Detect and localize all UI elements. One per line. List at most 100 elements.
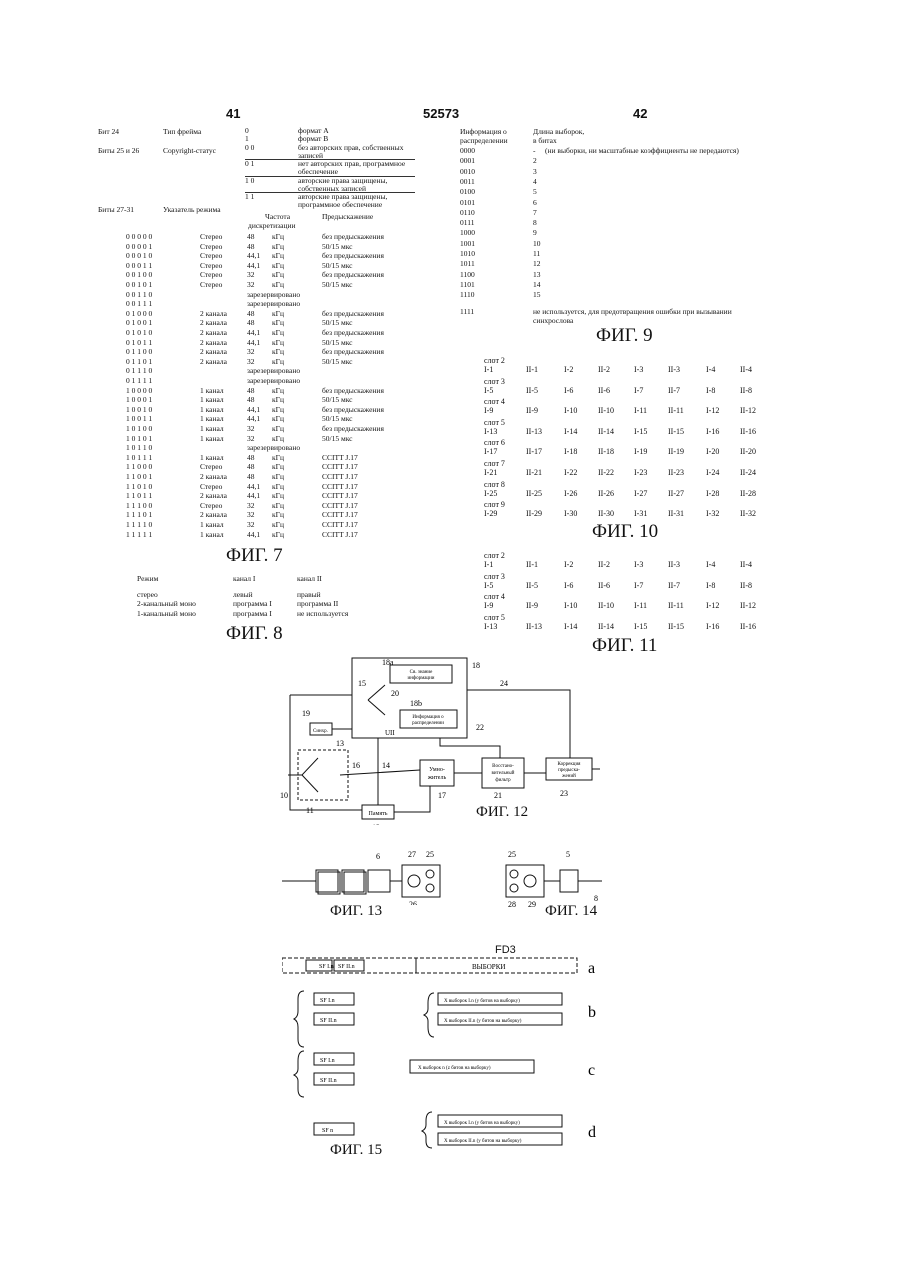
slot-cell: II-11 (668, 406, 684, 415)
mode-row: 0 0 0 0 1Стерео48кГц50/15 мкс (126, 242, 406, 252)
row-a-sf1: SF I.n (319, 964, 334, 970)
mode-cell: 2 канала (200, 357, 227, 367)
row-b-s1: X выборок I.n (y битов на выборку) (444, 999, 520, 1004)
fig9-row: 01118 (460, 218, 790, 228)
mode-cell: 0 1 0 0 0 (126, 309, 152, 319)
mode-cell: кГц (272, 424, 284, 434)
slot-cell: II-1 (526, 560, 538, 569)
mode-cell: 44,1 (247, 482, 260, 492)
block-18a-label-2: информации (408, 676, 435, 681)
fig9-row: 01005 (460, 187, 790, 197)
mode-cell: без предыскажения (322, 251, 384, 261)
mode-cell: кГц (272, 318, 284, 328)
slot-cell: I-29 (484, 509, 497, 518)
col-pre-header: Предыскажение (322, 212, 373, 222)
mode-cell: кГц (272, 414, 284, 424)
slot-cells-row: I-21II-21I-22II-22I-23II-23I-24II-24 (484, 468, 774, 479)
slot-cell: I-3 (634, 365, 643, 374)
memory-label: Память (369, 811, 388, 817)
ref-21: 21 (494, 791, 502, 800)
slot-cell: II-6 (598, 386, 610, 395)
fig9-cell: 13 (533, 270, 541, 280)
slot-cell: II-26 (598, 489, 614, 498)
mode-row: 1 1 0 1 0Стерео44,1кГцCCITT J.17 (126, 482, 406, 492)
row-c-s1: X выборок n (z битов на выборку) (418, 1066, 491, 1071)
slot-cell: I-32 (706, 509, 719, 518)
mode-cell: кГц (272, 395, 284, 405)
mode-cell: 50/15 мкс (322, 338, 353, 348)
mode-cell: 0 0 1 1 0 (126, 290, 152, 300)
mode-cell: без предыскажения (322, 270, 384, 280)
slot-cell: II-17 (526, 447, 542, 456)
fig9-row: 10009 (460, 228, 790, 238)
mode-row: 0 0 0 0 0Стерео48кГцбез предыскажения (126, 232, 406, 242)
slot-label: слот 3 (484, 572, 505, 581)
mode-cell: кГц (272, 309, 284, 319)
mode-cell: 44,1 (247, 530, 260, 540)
row-c-sf2: SF II.n (320, 1078, 337, 1084)
fig8-caption: ФИГ. 8 (226, 624, 283, 644)
fig9-cell: (ни выборки, ни масштабные коэффициенты … (545, 146, 739, 156)
fig9-cell: 1011 (460, 259, 475, 269)
slot-cell: I-3 (634, 560, 643, 569)
ref-14: 14 (382, 761, 390, 770)
mode-cell: 1 канал (200, 453, 224, 463)
mode-cell: 1 канал (200, 414, 224, 424)
mode-cell: CCITT J.17 (322, 453, 358, 463)
mode-cell: 32 (247, 270, 255, 280)
ref-6: 6 (376, 852, 380, 861)
slot-cells-row: I-1II-1I-2II-2I-3II-3I-4II-4 (484, 560, 774, 571)
mode-cell: 2 канала (200, 318, 227, 328)
slot-cell: II-6 (598, 581, 610, 590)
fig9-cell: 1001 (460, 239, 475, 249)
slot-cell: I-15 (634, 427, 647, 436)
fig9-cell: 1101 (460, 280, 475, 290)
fig8-cell: правый (297, 590, 321, 600)
fig9-row: 111015 (460, 290, 790, 300)
mode-cell: кГц (272, 405, 284, 415)
mode-row: 0 1 0 0 12 канала48кГц50/15 мкс (126, 318, 406, 328)
slot-cell: I-5 (484, 581, 493, 590)
fig9-head-left-2: распределении (460, 136, 508, 146)
fig8-header-ch1: канал I (233, 574, 255, 584)
mode-cell: Стерео (200, 251, 222, 261)
fig9-row: 00103 (460, 167, 790, 177)
block-18b-label-2: распределении (412, 721, 444, 726)
mode-cell: 0 0 1 0 1 (126, 280, 152, 290)
slot-cell: I-21 (484, 468, 497, 477)
bit24-field: Тип фрейма (163, 127, 201, 137)
mode-cell: 1 0 0 1 0 (126, 405, 152, 415)
block-18a-label: Св. знание (410, 670, 433, 675)
mode-cell: Стерео (200, 261, 222, 271)
fig9-row: 110013 (460, 270, 790, 280)
mode-cell: кГц (272, 261, 284, 271)
col-freq-header-2: дискретизации (248, 221, 296, 231)
mode-cell: 2 канала (200, 338, 227, 348)
slot-cells-row: I-9II-9I-10II-10I-11II-11I-12II-12 (484, 601, 774, 612)
row-d-sf: SF n (322, 1128, 333, 1134)
bit24-label: Бит 24 (98, 127, 119, 137)
fig9-row: 101112 (460, 259, 790, 269)
slot-cell: II-29 (526, 509, 542, 518)
mode-cell: кГц (272, 510, 284, 520)
mode-cell: кГц (272, 347, 284, 357)
slot-cell: II-21 (526, 468, 542, 477)
fig9-row: 00012 (460, 156, 790, 166)
row-a-sf2: SF II.n (338, 964, 355, 970)
slot-cell: I-6 (564, 581, 573, 590)
slot-cell: II-32 (740, 509, 756, 518)
multiplier-block (420, 760, 454, 786)
slot-label: слот 4 (484, 592, 505, 601)
fig9-cell: 11 (533, 249, 540, 259)
slot-cell: II-30 (598, 509, 614, 518)
mode-cell: 1 канал (200, 395, 224, 405)
mode-cell: CCITT J.17 (322, 530, 358, 540)
mode-cell: 50/15 мкс (322, 414, 353, 424)
mode-row: 1 0 1 1 11 канал48кГцCCITT J.17 (126, 453, 406, 463)
mult-label-2: житель (427, 775, 447, 781)
slot-cell: I-7 (634, 386, 643, 395)
mode-cell: CCITT J.17 (322, 501, 358, 511)
slot-cell: I-8 (706, 581, 715, 590)
mode-cell: 48 (247, 309, 255, 319)
fig9-row: 0000-(ни выборки, ни масштабные коэффици… (460, 146, 790, 156)
